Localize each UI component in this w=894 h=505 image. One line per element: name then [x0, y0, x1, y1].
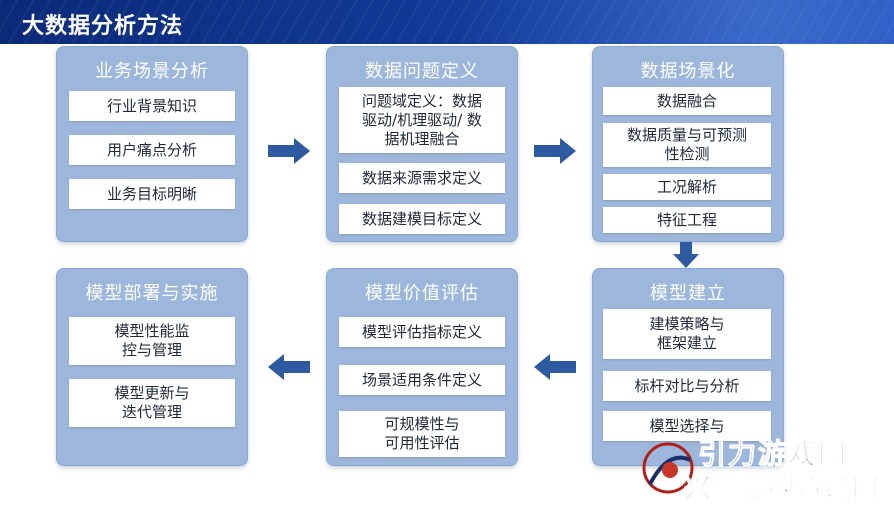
stage-business-analysis: 业务场景分析 行业背景知识 用户痛点分析 业务目标明晰 [56, 46, 248, 242]
arrow-right-icon [534, 138, 576, 164]
step-box: 特征工程 [603, 207, 771, 233]
step-box: 模型选择与 [603, 411, 771, 441]
watermark-line-1: 引力游戏网 [697, 437, 849, 471]
step-box: 模型性能监 控与管理 [69, 317, 235, 365]
stage-title: 模型价值评估 [365, 283, 479, 304]
arrow-left-icon [534, 354, 576, 380]
step-box: 模型评估指标定义 [339, 317, 505, 347]
step-box: 数据来源需求定义 [339, 163, 505, 193]
stage-data-problem: 数据问题定义 问题域定义：数据 驱动/机理驱动/ 数 据机理融合 数据来源需求定… [326, 46, 518, 242]
step-box: 模型更新与 迭代管理 [69, 379, 235, 427]
stage-data-scenario: 数据场景化 数据融合 数据质量与可预测 性检测 工况解析 特征工程 [592, 46, 784, 242]
step-box: 行业背景知识 [69, 91, 235, 121]
step-box: 数据建模目标定义 [339, 204, 505, 234]
stage-title: 业务场景分析 [95, 61, 209, 82]
watermark-logo-icon [642, 442, 694, 494]
page-title: 大数据分析方法 [22, 14, 184, 39]
stage-title: 数据场景化 [640, 61, 736, 82]
stage-title: 模型部署与实施 [85, 283, 219, 304]
step-box: 数据质量与可预测 性检测 [603, 123, 771, 167]
arrow-down-icon [673, 242, 699, 268]
watermark-line-2: 兴顺影视资讯网 [684, 473, 880, 505]
step-box: 工况解析 [603, 174, 771, 200]
step-box: 标杆对比与分析 [603, 371, 771, 401]
stage-title: 数据问题定义 [365, 61, 479, 82]
stage-model-building: 模型建立 建模策略与 框架建立 标杆对比与分析 模型选择与 [592, 268, 784, 466]
stage-title: 模型建立 [650, 283, 726, 304]
step-box: 可规模性与 可用性评估 [339, 411, 505, 457]
step-box: 建模策略与 框架建立 [603, 309, 771, 359]
step-box: 问题域定义：数据 驱动/机理驱动/ 数 据机理融合 [339, 87, 505, 153]
step-box: 用户痛点分析 [69, 135, 235, 165]
step-box: 场景适用条件定义 [339, 365, 505, 395]
stage-model-deployment: 模型部署与实施 模型性能监 控与管理 模型更新与 迭代管理 [56, 268, 248, 466]
stage-model-evaluation: 模型价值评估 模型评估指标定义 场景适用条件定义 可规模性与 可用性评估 [326, 268, 518, 466]
arrow-right-icon [268, 138, 310, 164]
arrow-left-icon [268, 354, 310, 380]
step-box: 业务目标明晰 [69, 179, 235, 209]
watermark: 引力游戏网 兴顺影视资讯网 [640, 430, 894, 505]
header-banner: 大数据分析方法 [0, 0, 894, 44]
step-box: 数据融合 [603, 87, 771, 115]
